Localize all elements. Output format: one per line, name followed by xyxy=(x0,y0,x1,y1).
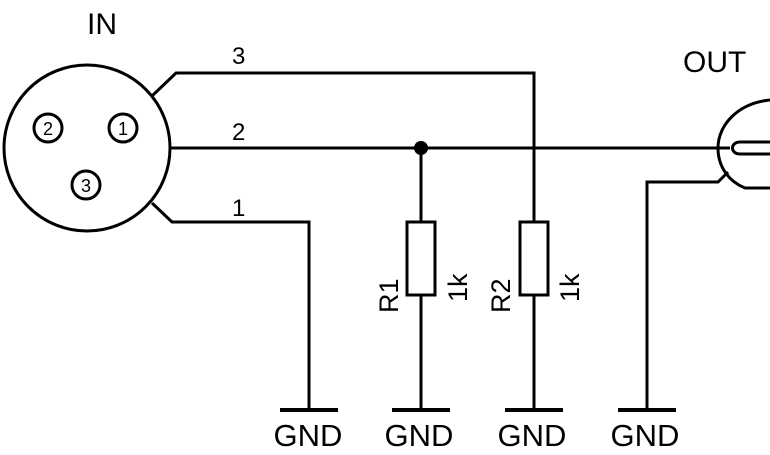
resistor-r1: R1 1k xyxy=(374,220,473,410)
jack-outline xyxy=(716,98,770,190)
ground-label-1: GND xyxy=(274,418,343,453)
resistor-r2: R2 1k xyxy=(486,220,585,410)
output-label: OUT xyxy=(683,46,746,79)
pin-number-1: 1 xyxy=(118,119,128,139)
pin-number-3: 3 xyxy=(81,176,91,196)
xlr-input-connector: 2 1 3 xyxy=(2,63,172,233)
wire-label-3: 3 xyxy=(232,43,245,70)
jack-tip xyxy=(731,140,770,156)
wire-label-2: 2 xyxy=(232,119,245,146)
input-label: IN xyxy=(87,8,117,41)
output-jack xyxy=(645,98,770,410)
ground-label-4: GND xyxy=(611,418,680,453)
resistor-r2-value: 1k xyxy=(555,273,585,302)
ground-label-2: GND xyxy=(385,418,454,453)
pin-circle-2 xyxy=(32,112,64,144)
ground-label-3: GND xyxy=(498,418,567,453)
pin-circle-3 xyxy=(70,169,102,201)
output-ground-wire xyxy=(645,170,730,410)
resistor-r2-body xyxy=(518,220,550,297)
wire-1 xyxy=(150,201,311,410)
connector-body-outline xyxy=(2,63,172,233)
resistor-r1-value: 1k xyxy=(443,273,473,302)
resistor-r2-ref: R2 xyxy=(486,278,516,313)
pin-number-2: 2 xyxy=(43,119,53,139)
wire-label-1: 1 xyxy=(232,195,245,222)
resistor-r1-body xyxy=(405,220,437,297)
pin-circle-1 xyxy=(107,112,139,144)
resistor-r1-ref: R1 xyxy=(374,278,404,313)
